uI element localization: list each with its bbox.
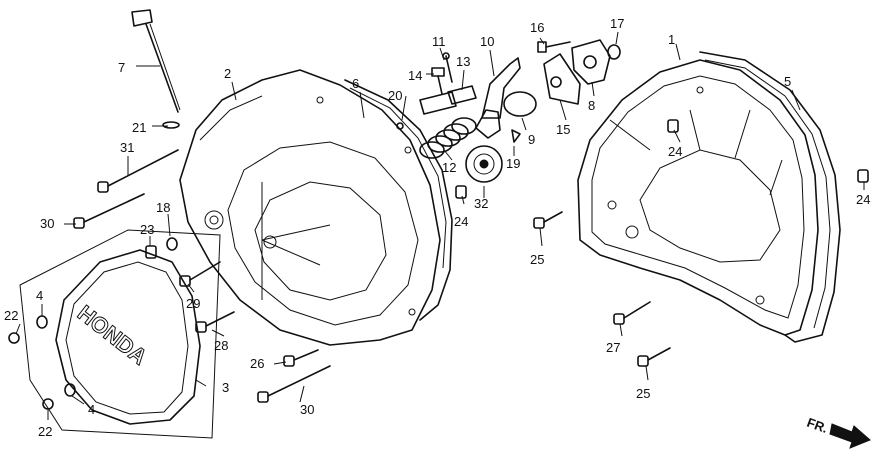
callout-18: 18 [156,200,170,215]
front-direction-arrow: FR. [805,415,871,449]
clip-19 [511,129,521,143]
bolt-30-lower [257,365,331,403]
bolt-30-upper [73,193,145,229]
clutch-cover [179,69,441,346]
gasket-right [699,51,841,343]
grommet-4-upper [36,315,48,329]
seal-32 [465,145,503,183]
callout-12: 12 [442,160,456,175]
callout-25a: 25 [530,252,544,267]
housing-8 [571,39,611,85]
plug-23 [145,245,157,259]
callout-6: 6 [352,76,359,91]
callout-25b: 25 [636,386,650,401]
callout-11: 11 [432,34,446,49]
washer-18 [166,237,178,251]
callout-14: 14 [408,68,422,83]
spring-12 [419,117,477,159]
callout-24b: 24 [454,214,468,229]
callout-19: 19 [506,156,520,171]
pin-14 [431,67,445,95]
callout-31: 31 [120,140,134,155]
callout-16: 16 [530,20,544,35]
bolt-25-lower [637,347,671,367]
callout-labels: 1 2 3 4 4 5 6 7 8 9 10 11 12 13 14 15 16… [4,16,870,439]
callout-4a: 4 [36,288,43,303]
callout-15: 15 [556,122,570,137]
washer-17 [607,44,621,60]
callout-28: 28 [214,338,228,353]
bolt-26 [283,349,319,367]
callout-4b: 4 [88,402,95,417]
bolt-27 [613,301,651,325]
callout-10: 10 [480,34,494,49]
shaft-13 [419,85,477,115]
callout-30b: 30 [300,402,314,417]
callout-3: 3 [222,380,229,395]
callout-2: 2 [224,66,231,81]
leader-lines [15,31,865,420]
callout-13: 13 [456,54,470,69]
callout-27: 27 [606,340,620,355]
bolt-25-upper [533,211,563,229]
grommet-4-lower [64,383,76,397]
bolt-31 [97,149,179,193]
crankcase-cover-right [577,59,819,336]
callout-24a: 24 [668,144,682,159]
callout-20: 20 [388,88,402,103]
front-label: FR. [805,415,830,436]
callout-22a: 22 [4,308,18,323]
callout-1: 1 [668,32,675,47]
plate-15 [543,53,581,105]
callout-22b: 22 [38,424,52,439]
bolt-28 [195,311,235,333]
callout-17: 17 [610,16,624,31]
generator-cover: HONDA [19,229,221,439]
bolt-29 [179,261,221,287]
oil-dipstick [131,9,181,129]
gasket-clutch [344,79,453,321]
callout-23: 23 [140,222,154,237]
callout-21: 21 [132,120,146,135]
lifter-arm-10 [475,57,537,139]
callout-5: 5 [784,74,791,89]
dowel-pin [455,119,869,199]
callout-32: 32 [474,196,488,211]
callout-7: 7 [118,60,125,75]
bolt-16 [537,41,571,53]
callout-9: 9 [528,132,535,147]
callout-29: 29 [186,296,200,311]
screw-22-upper [8,332,20,344]
callout-26: 26 [250,356,264,371]
callout-8: 8 [588,98,595,113]
callout-30a: 30 [40,216,54,231]
callout-24c: 24 [856,192,870,207]
screw-22-lower [42,398,54,410]
cover-logo: HONDA [73,300,152,369]
washer-20 [396,122,404,130]
